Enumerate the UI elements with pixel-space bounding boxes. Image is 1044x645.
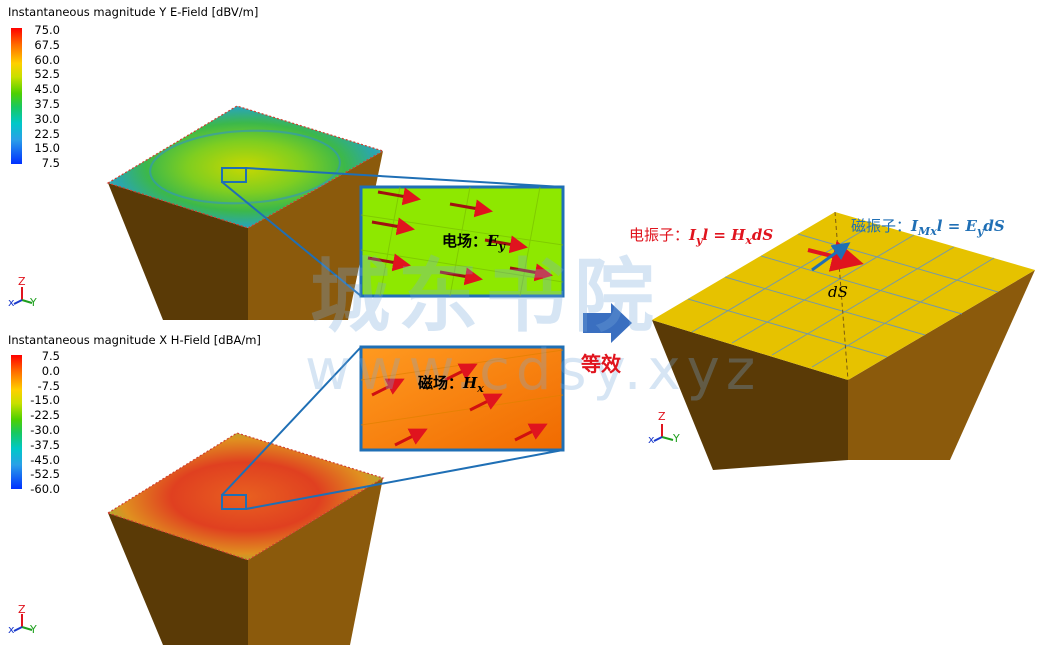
axis-triad-right xyxy=(653,424,674,442)
h-field-scale-tick-label: -30.0 xyxy=(30,423,60,437)
axis-triad-top xyxy=(13,287,33,305)
axis-z-bottom: Z xyxy=(18,603,26,616)
e-field-scale-tick-label: 60.0 xyxy=(34,52,60,67)
h-field-label: 磁场：Hx xyxy=(418,374,484,395)
e-field-scale-tick-label: 67.5 xyxy=(34,37,60,52)
e-field-scale-tick-label: 7.5 xyxy=(41,156,60,171)
h-field-scale-tick-label: -7.5 xyxy=(37,378,60,393)
h-field-scale-tick-label: -15.0 xyxy=(30,393,60,408)
axis-y-top: Y xyxy=(30,296,37,309)
h-field-scale-tick-label: -22.5 xyxy=(30,408,60,423)
axis-x-right: x xyxy=(648,433,655,446)
h-field-scale-tick-label: 0.0 xyxy=(41,363,60,378)
h-field-colorbar xyxy=(11,355,22,489)
h-field-title: Instantaneous magnitude X H-Field [dBA/m… xyxy=(8,333,261,347)
equivalent-box xyxy=(652,211,1035,470)
e-field-scale-tick-label: 15.0 xyxy=(34,141,60,156)
axis-z-top: Z xyxy=(18,275,26,288)
h-field-scale-tick-label: -60.0 xyxy=(30,482,60,497)
h-field-scale-tick-label: 7.5 xyxy=(41,349,60,363)
e-field-colorbar xyxy=(11,28,22,164)
axis-z-right: Z xyxy=(658,410,666,423)
e-field-scale-tick-label: 52.5 xyxy=(34,67,60,82)
axis-x-top: x xyxy=(8,296,15,309)
equivalence-arrow xyxy=(583,303,632,343)
magnetic-dipole-arrow xyxy=(811,242,851,272)
e-field-scale-tick-label: 22.5 xyxy=(34,126,60,141)
e-field-scale-tick-label: 45.0 xyxy=(34,82,60,97)
axis-y-right: Y xyxy=(673,432,680,445)
electric-dipole-formula: 电振子：Iyl = HxdS xyxy=(629,226,774,247)
h-field-scale-tick-label: -37.5 xyxy=(30,437,60,452)
e-field-label: 电场：Ey xyxy=(442,232,505,253)
magnetic-dipole-formula: 磁振子：IMxl = EydS xyxy=(851,217,1005,238)
h-field-scale-tick-label: -45.0 xyxy=(30,452,60,467)
axis-y-bottom: Y xyxy=(30,623,37,636)
axis-triad-bottom xyxy=(13,614,33,632)
h-field-scale-tick-label: -52.5 xyxy=(30,467,60,482)
e-field-box xyxy=(106,105,385,320)
equivalent-label: 等效 xyxy=(581,352,621,376)
h-field-callout xyxy=(359,345,565,452)
e-field-title: Instantaneous magnitude Y E-Field [dBV/m… xyxy=(8,5,259,19)
h-field-box xyxy=(106,432,385,645)
equivalent-surface xyxy=(652,212,1035,380)
axis-x-bottom: x xyxy=(8,623,15,636)
ds-label: dS xyxy=(828,283,848,301)
e-field-probe-box xyxy=(221,167,247,183)
e-field-scale-tick-label: 75.0 xyxy=(34,23,60,37)
h-field-probe-box xyxy=(221,494,247,510)
e-field-scale-tick-label: 30.0 xyxy=(34,111,60,126)
e-field-scale-tick-label: 37.5 xyxy=(34,97,60,111)
